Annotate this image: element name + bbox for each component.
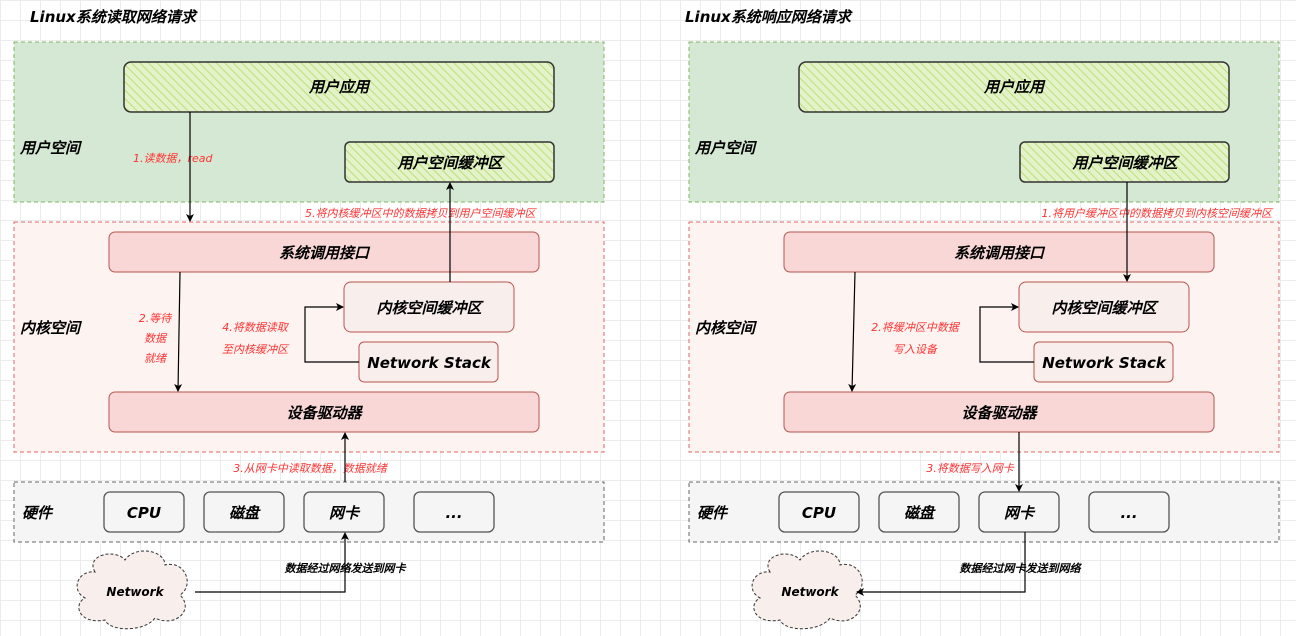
user-space-label: 用户空间 xyxy=(19,139,83,157)
driver-label: 设备驱动器 xyxy=(961,404,1038,422)
driver-box[interactable] xyxy=(108,391,540,433)
hw-more-label: ... xyxy=(1120,504,1137,522)
hw-nic-label: 网卡 xyxy=(329,504,361,522)
driver-label: 设备驱动器 xyxy=(286,404,363,422)
kernel-buffer-label: 内核空间缓冲区 xyxy=(1051,299,1159,317)
left-title: Linux系统读取网络请求 xyxy=(30,8,198,26)
user-buffer-box[interactable] xyxy=(1019,141,1230,183)
hw-nic[interactable]: 网卡 xyxy=(303,491,385,533)
user-app-box[interactable] xyxy=(123,61,555,113)
hw-more-label: ... xyxy=(445,504,462,522)
step2-line1: 2.等待 xyxy=(139,312,172,325)
user-buffer-label: 用户空间缓冲区 xyxy=(1071,154,1180,172)
kernel-space-label: 内核空间 xyxy=(695,319,758,337)
network-note: 数据经过网卡发送到网络 xyxy=(960,562,1083,575)
hw-cpu-label: CPU xyxy=(802,504,836,522)
arrow-stack-to-buffer xyxy=(979,303,1034,363)
syscall-label: 系统调用接口 xyxy=(279,244,371,262)
driver-box[interactable] xyxy=(783,391,1215,433)
step1-label: 1.读数据，read xyxy=(133,152,214,165)
hw-disk[interactable]: 磁盘 xyxy=(203,491,285,533)
network-note: 数据经过网络发送到网卡 xyxy=(285,562,408,575)
hardware-label: 硬件 xyxy=(22,504,54,522)
right-title: Linux系统响应网络请求 xyxy=(685,8,853,26)
arrow-nic-to-network xyxy=(856,532,1026,596)
step5-label: 5.将内核缓冲区中的数据拷贝到用户空间缓冲区 xyxy=(305,207,537,220)
hw-cpu-label: CPU xyxy=(127,504,161,522)
hw-nic-label: 网卡 xyxy=(1004,504,1036,522)
arrow-wait xyxy=(174,271,183,392)
hw-disk-label: 磁盘 xyxy=(904,504,936,522)
hw-nic[interactable]: 网卡 xyxy=(978,491,1060,533)
arrow-stack-to-buffer xyxy=(304,303,359,363)
syscall-label: 系统调用接口 xyxy=(954,244,1046,262)
hw-cpu[interactable]: CPU xyxy=(103,491,185,533)
hw-more[interactable]: ... xyxy=(1088,491,1170,533)
hw-cpu[interactable]: CPU xyxy=(778,491,860,533)
step2-line2: 写入设备 xyxy=(893,343,938,356)
hw-more[interactable]: ... xyxy=(413,491,495,533)
network-stack-label: Network Stack xyxy=(1042,354,1167,372)
syscall-box[interactable] xyxy=(108,231,540,273)
kernel-buffer-box[interactable] xyxy=(1018,281,1190,333)
step1-label: 1.将用户缓冲区中的数据拷贝到内核空间缓冲区 xyxy=(1042,207,1274,220)
step4-line2: 至内核缓冲区 xyxy=(222,343,290,356)
step3-label: 3.从网卡中读取数据，数据就绪 xyxy=(233,462,388,475)
network-label: Network xyxy=(106,585,164,599)
step4-line1: 4.将数据读取 xyxy=(222,321,289,334)
kernel-space-label: 内核空间 xyxy=(20,319,83,337)
user-buffer-label: 用户空间缓冲区 xyxy=(396,154,505,172)
network-stack-label: Network Stack xyxy=(367,354,492,372)
user-app-label: 用户应用 xyxy=(308,78,371,96)
network-label: Network xyxy=(781,585,839,599)
network-cloud xyxy=(751,550,863,630)
user-app-box[interactable] xyxy=(798,61,1230,113)
right-diagram: Linux系统响应网络请求 用户空间 用户应用 用户空间缓冲区 1.将用户缓冲区… xyxy=(685,8,1280,630)
user-space-label: 用户空间 xyxy=(694,139,758,157)
step2-line3: 就绪 xyxy=(144,352,168,365)
hw-disk-label: 磁盘 xyxy=(229,504,261,522)
kernel-buffer-label: 内核空间缓冲区 xyxy=(376,299,484,317)
hardware-label: 硬件 xyxy=(697,504,729,522)
step3-label: 3.将数据写入网卡 xyxy=(926,462,1014,475)
syscall-box[interactable] xyxy=(783,231,1215,273)
kernel-buffer-box[interactable] xyxy=(343,281,515,333)
arrow-write-device xyxy=(848,271,857,392)
network-cloud xyxy=(76,550,188,630)
user-app-label: 用户应用 xyxy=(983,78,1046,96)
step2-line1: 2.将缓冲区中数据 xyxy=(871,321,960,334)
step2-line2: 数据 xyxy=(144,332,168,345)
arrow-network-to-nic xyxy=(195,532,349,593)
hw-disk[interactable]: 磁盘 xyxy=(878,491,960,533)
left-diagram: Linux系统读取网络请求 用户空间 用户应用 用户空间缓冲区 1.读数据，re… xyxy=(13,8,605,630)
